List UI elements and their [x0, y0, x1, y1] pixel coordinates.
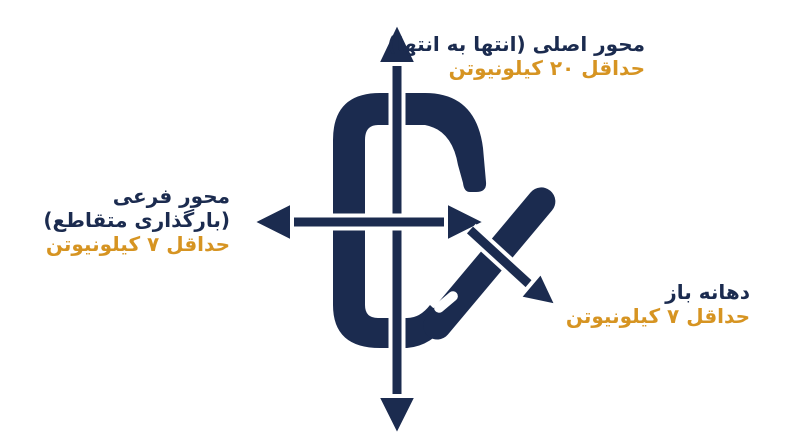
minor-axis-label: محور فرعی (بارگذاری متقاطع) حداقل ۷ کیلو… — [43, 184, 230, 256]
gate-open-name: دهانه باز — [665, 280, 750, 304]
major-axis-arrow — [373, 17, 421, 441]
minor-axis-strength: حداقل ۷ کیلونیوتن — [45, 232, 230, 256]
major-axis-name: محور اصلی (انتها به انتها) — [387, 32, 645, 56]
gate-hinge — [434, 291, 458, 313]
minor-axis-arrow — [247, 198, 491, 246]
gate-open-label: دهانه باز حداقل ۷ کیلونیوتن — [566, 280, 750, 328]
major-axis-strength: حداقل ۲۰ کیلونیوتن — [448, 56, 645, 80]
carabiner-gate — [423, 187, 556, 340]
major-axis-label: محور اصلی (انتها به انتها) حداقل ۲۰ کیلو… — [387, 32, 645, 80]
minor-axis-name-line2: (بارگذاری متقاطع) — [43, 208, 230, 232]
gate-open-arrow — [464, 223, 561, 309]
gate-open-strength: حداقل ۷ کیلونیوتن — [565, 304, 750, 328]
minor-axis-name: محور فرعی — [112, 184, 230, 208]
